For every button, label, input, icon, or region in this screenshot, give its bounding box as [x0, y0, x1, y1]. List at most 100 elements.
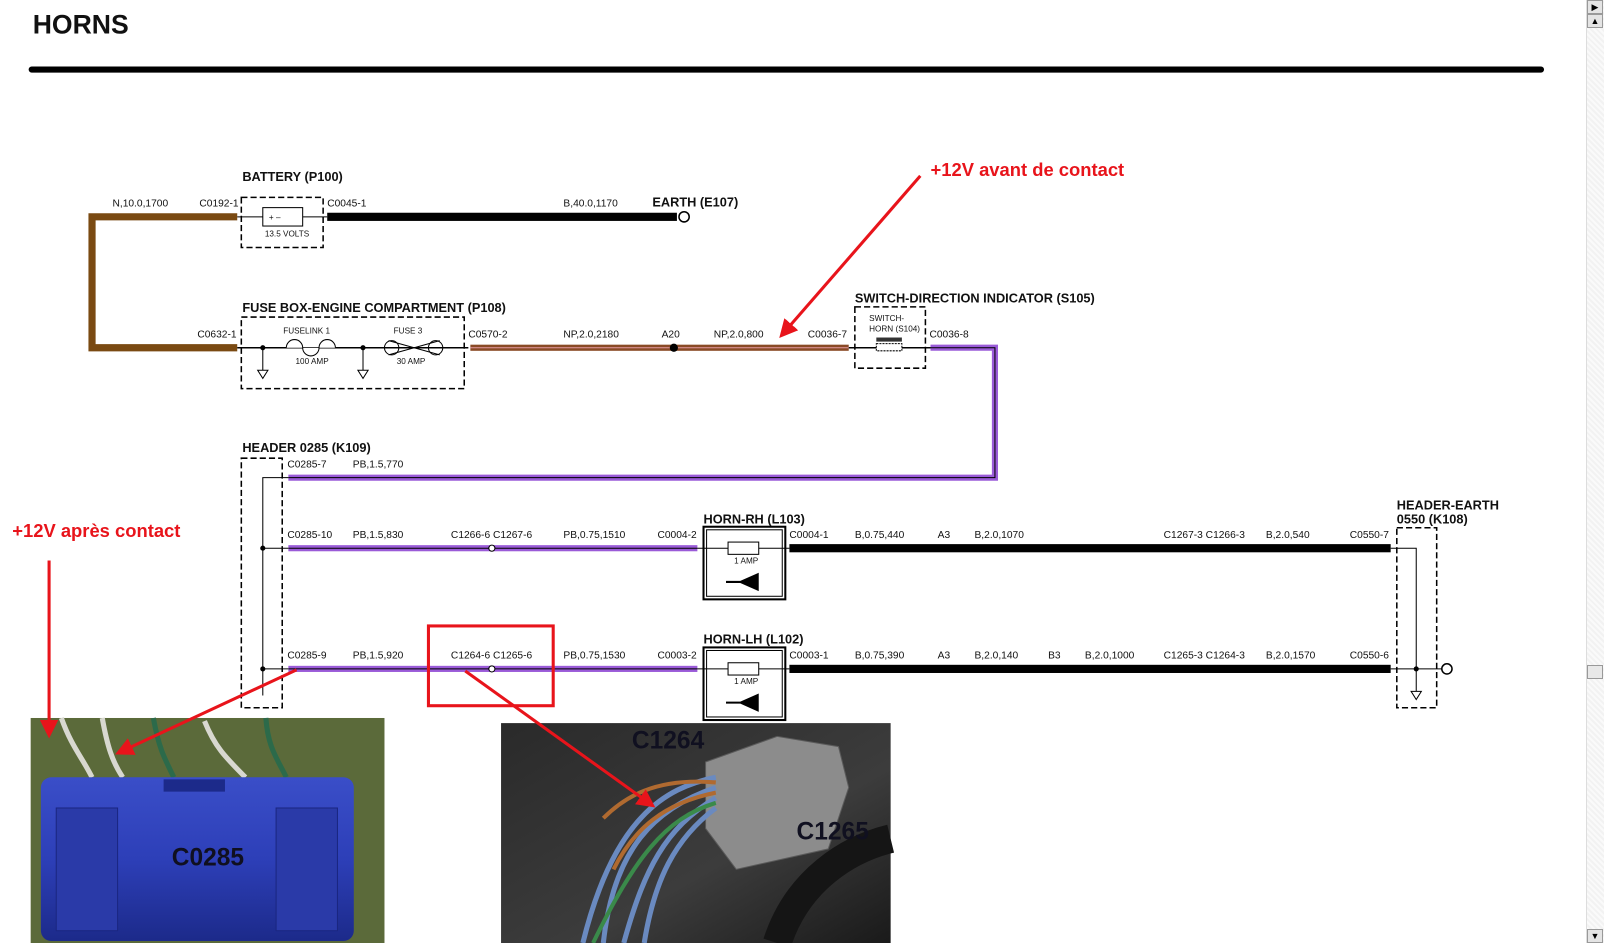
fusebox-box: [240, 316, 466, 390]
annotation-highlight-box: [426, 624, 555, 708]
diagram-label: B,2.0,540: [1266, 530, 1310, 541]
diagram-label: C0003-1: [789, 651, 829, 662]
photo-c0285: C0285: [30, 717, 385, 943]
photo-c1264-c1265: C1264 C1265: [501, 723, 895, 943]
connector-label: C0036-7: [808, 330, 848, 341]
connector-label: C0285-7: [287, 459, 327, 470]
header-earth-box: [1396, 526, 1438, 709]
annotation-before-ignition: +12V avant de contact: [931, 159, 1125, 180]
row5-labels: C0285-9 PB,1.5,920 C1264-6 C1265-6 PB,0.…: [287, 651, 1389, 662]
diagram-label: C1264: [632, 728, 705, 755]
battery-rating: 13.5 VOLTS: [265, 229, 310, 238]
diagram-label: C0004-2: [658, 530, 698, 541]
earth-icon: [1441, 663, 1453, 675]
annotation-arrow: [115, 668, 298, 755]
horn-lh-rating: 1 AMP: [734, 677, 759, 686]
diagram-label: C0285-9: [287, 651, 327, 662]
scroll-right-button[interactable]: ▶: [1587, 0, 1603, 14]
switch-box: [854, 306, 927, 369]
battery-box: [240, 196, 324, 249]
earth-icon: [678, 210, 690, 223]
diagram-label: A3: [938, 530, 951, 541]
annotation-arrow: [464, 669, 656, 808]
wire-brown-loop: [88, 213, 238, 352]
wire-label: NP,2.0,2180: [563, 330, 619, 341]
header-earth-label: 0550 (K108): [1397, 512, 1468, 527]
diagram-label: C0004-1: [789, 530, 829, 541]
connector-label: C0192-1: [199, 199, 239, 210]
diagram-label: B,2.0,1070: [974, 530, 1024, 541]
wire-label: PB,1.5,770: [353, 459, 404, 470]
switch-inner-label: SWITCH-: [869, 314, 904, 323]
vertical-scrollbar[interactable]: ▶ ▲ ▼: [1586, 0, 1604, 943]
connector-label: C0570-2: [468, 330, 508, 341]
horn-rh-rating: 1 AMP: [734, 557, 759, 566]
diagram-label: C0550-6: [1350, 651, 1390, 662]
connector-label: C0036-8: [929, 330, 969, 341]
horn-icon: [726, 693, 759, 712]
diagram-label: PB,0.75,1530: [563, 651, 625, 662]
diagram-label: B,2.0,140: [974, 651, 1018, 662]
page-title: HORNS: [33, 10, 129, 40]
diagram-label: C1265: [797, 819, 869, 846]
wire-label: NP,2.0,800: [714, 330, 764, 341]
wire-purple-feed: [288, 344, 999, 481]
fusebox-label: FUSE BOX-ENGINE COMPARTMENT (P108): [242, 300, 506, 315]
horn-rh-box: [702, 525, 787, 601]
wire-black-earth: [327, 212, 677, 221]
connector-label: C0632-1: [197, 330, 237, 341]
header-box: [240, 457, 283, 709]
switch-inner-label: HORN (S104): [869, 324, 920, 333]
row4-labels: C0285-10 PB,1.5,830 C1266-6 C1267-6 PB,0…: [287, 530, 1389, 541]
wire-label: B,40.0,1170: [563, 199, 618, 210]
diagram-label: C1266-6 C1267-6: [451, 530, 533, 541]
annotation-arrow: [779, 174, 922, 339]
diagram-label: C0285: [172, 844, 244, 871]
diagram-label: PB,1.5,920: [353, 651, 404, 662]
scroll-up-button[interactable]: ▲: [1587, 14, 1603, 28]
battery-terminals: + –: [269, 213, 281, 222]
horn-icon: [726, 572, 759, 592]
diagram-label: B3: [1048, 651, 1061, 662]
diagram-label: B,0.75,390: [855, 651, 905, 662]
switch-horn-icon: [876, 337, 902, 342]
diagram-label: C1264-6 C1265-6: [451, 651, 533, 662]
diagram-label: C0550-7: [1350, 530, 1390, 541]
diagram-label: B,2.0,1000: [1085, 651, 1135, 662]
ground-icon: [256, 369, 269, 380]
fuselink-icon: [285, 339, 336, 357]
connector-label: C0045-1: [327, 199, 367, 210]
earth-label: EARTH (E107): [652, 195, 738, 210]
fuselink-label: FUSELINK 1: [283, 326, 330, 335]
diagram-label: C0003-2: [658, 651, 698, 662]
horn-lh-box: [702, 646, 787, 722]
splice-label: A20: [662, 330, 680, 341]
wire-black-lh: [789, 664, 1391, 673]
fuselink-rating: 100 AMP: [296, 357, 330, 366]
diagram-label: B,0.75,440: [855, 530, 905, 541]
diagram-label: PB,1.5,830: [353, 530, 404, 541]
switch-label: SWITCH-DIRECTION INDICATOR (S105): [855, 291, 1095, 306]
scrollbar-thumb[interactable]: [1587, 665, 1603, 679]
horn-rh-label: HORN-RH (L103): [704, 512, 805, 527]
diagram-label: C1267-3 C1266-3: [1164, 530, 1246, 541]
header-earth-label: HEADER-EARTH: [1397, 497, 1499, 512]
title-divider: [28, 66, 1545, 73]
wire-label: N,10.0,1700: [112, 199, 168, 210]
diagram-label: C0285-10: [287, 530, 332, 541]
diagram-label: B,2.0,1570: [1266, 651, 1316, 662]
ground-icon: [356, 369, 370, 380]
diagram-label: C1265-3 C1264-3: [1164, 651, 1246, 662]
battery-label: BATTERY (P100): [242, 169, 342, 184]
fuse-label: FUSE 3: [394, 326, 423, 335]
diagram-label: PB,0.75,1510: [563, 530, 625, 541]
fuse-rating: 30 AMP: [397, 357, 426, 366]
scroll-down-button[interactable]: ▼: [1587, 929, 1603, 943]
annotation-after-ignition: +12V après contact: [12, 520, 180, 541]
ground-icon: [1410, 690, 1423, 701]
header-label: HEADER 0285 (K109): [242, 440, 370, 455]
wire-black-rh: [789, 544, 1391, 553]
splice-a20: [669, 343, 678, 352]
diagram-label: A3: [938, 651, 951, 662]
